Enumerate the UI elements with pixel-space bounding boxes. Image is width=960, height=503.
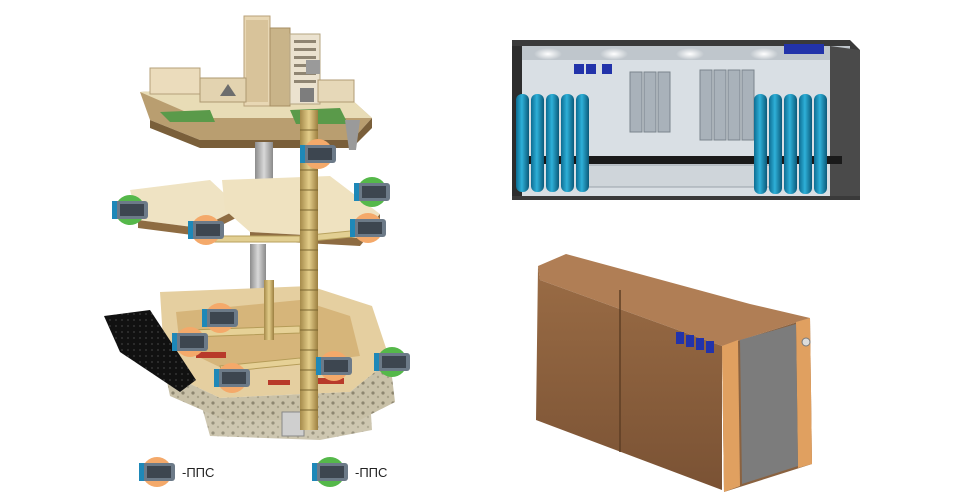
- surface-level: [140, 15, 372, 148]
- upper-level: [130, 176, 380, 246]
- legend-item-orange: -ППС: [139, 457, 214, 487]
- marker-orange-6[interactable]: [316, 351, 352, 381]
- marker-orange-1[interactable]: [300, 139, 336, 169]
- ventilation-shaft: [255, 142, 273, 182]
- mine-cross-section: [104, 15, 410, 440]
- legend-item-green: -ППС: [312, 457, 387, 487]
- marker-orange-7[interactable]: [214, 363, 250, 393]
- storage-lockers: [629, 69, 755, 141]
- legend: -ППС -ППС: [139, 457, 387, 487]
- marker-green-2[interactable]: [354, 177, 390, 207]
- chamber-door[interactable]: [740, 324, 798, 484]
- marker-orange-3[interactable]: [350, 213, 386, 243]
- refuge-chamber-interior: [512, 40, 860, 200]
- marker-green-3[interactable]: [374, 347, 410, 377]
- connector-panel: [784, 44, 824, 54]
- marker-green-1[interactable]: [112, 195, 148, 225]
- ceiling-lights: [534, 48, 778, 60]
- legend-orange-marker-icon: [139, 457, 175, 487]
- legend-label-orange: -ППС: [182, 465, 214, 480]
- legend-green-marker-icon: [312, 457, 348, 487]
- coal-seam: [104, 310, 196, 392]
- oxygen-cylinders-left: [516, 94, 589, 192]
- chute: [345, 120, 360, 150]
- marker-orange-4[interactable]: [202, 303, 238, 333]
- marker-orange-5[interactable]: [172, 327, 208, 357]
- side-connectors: [676, 332, 714, 353]
- surface-buildings: [149, 15, 355, 107]
- marker-orange-2[interactable]: [188, 215, 224, 245]
- oxygen-cylinders-right: [754, 94, 827, 194]
- legend-label-green: -ППС: [355, 465, 387, 480]
- refuge-chamber-exterior: [536, 254, 812, 492]
